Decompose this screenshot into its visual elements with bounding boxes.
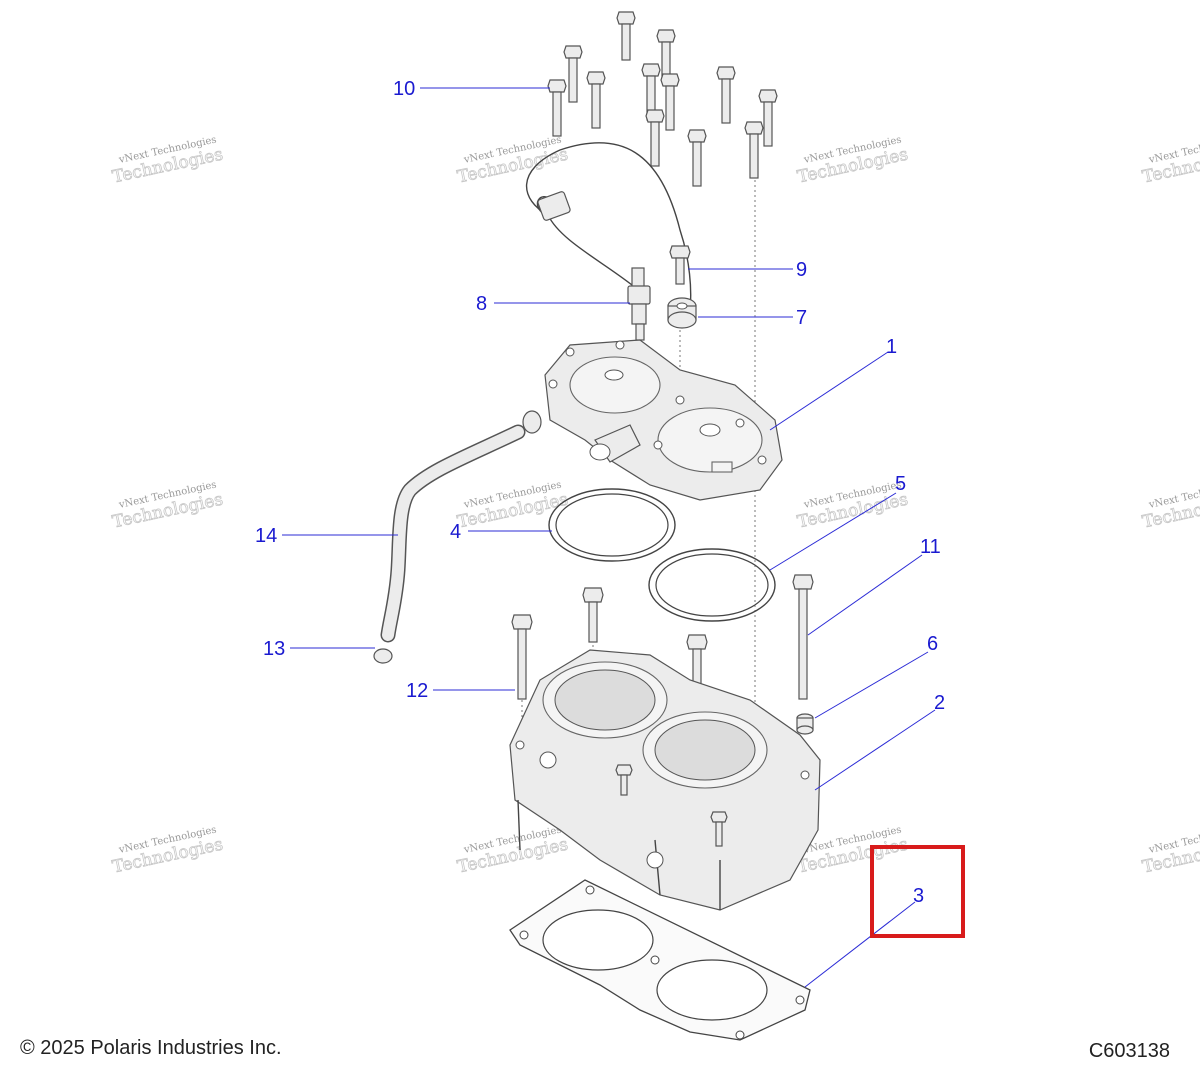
callout-12: 12: [406, 680, 428, 702]
long-cylinder-bolt: [792, 574, 814, 700]
leader-lines: [282, 87, 936, 988]
watermark: vNext Technologies Technologies: [455, 134, 570, 187]
hose-clamp-lower: [373, 648, 393, 664]
watermark: vNext Technologies Technologies: [1140, 134, 1200, 187]
head-gasket-left: [548, 488, 676, 562]
callout-8: 8: [476, 293, 487, 315]
coolant-hose: [380, 424, 526, 643]
watermark: vNext Technologies Technologies: [1140, 479, 1200, 532]
figure-code: C603138: [1088, 1040, 1170, 1062]
callout-14: 14: [255, 525, 277, 547]
callout-11: 11: [920, 536, 941, 558]
cylinder-head: [544, 339, 783, 501]
watermark: vNext Technologies Technologies: [455, 479, 570, 532]
callout-labels: 1 2 3 4 5 6 7 8 9 10 11 12 13 14: [255, 78, 945, 907]
callout-6: 6: [927, 633, 938, 655]
cylinder-stud-center: [582, 587, 604, 643]
cylinder-stud-left: [511, 614, 533, 700]
callout-highlight-box: [870, 845, 965, 938]
watermark: vNext Technologies Technologies: [110, 479, 225, 532]
head-gasket-right: [648, 548, 776, 622]
callout-4: 4: [450, 521, 461, 543]
copyright-notice: © 2025 Polaris Industries Inc.: [20, 1037, 282, 1059]
head-bolts: [547, 11, 778, 187]
base-gasket: [509, 879, 811, 1041]
sensor-bolt: [669, 245, 691, 285]
watermark: vNext Technologies Technologies: [795, 479, 910, 532]
callout-7: 7: [796, 307, 807, 329]
callout-13: 13: [263, 638, 285, 660]
cylinder-stud-right: [686, 634, 708, 695]
dowel-pin: [796, 713, 814, 735]
watermark: vNext Technologies Technologies: [455, 824, 570, 877]
watermark: vNext Technologies Technologies: [110, 134, 225, 187]
callout-10: 10: [393, 78, 415, 100]
callout-9: 9: [796, 259, 807, 281]
callout-5: 5: [895, 473, 906, 495]
cylinder-block: [509, 649, 821, 911]
callout-1: 1: [886, 336, 897, 358]
hose-clamp-upper: [522, 410, 542, 434]
spacer-grommet: [667, 297, 697, 329]
callout-3: 3: [913, 885, 924, 907]
watermark: vNext Technologies Technologies: [1140, 824, 1200, 877]
temperature-sensor: [627, 267, 651, 341]
callout-2: 2: [934, 692, 945, 714]
watermark: vNext Technologies Technologies: [110, 824, 225, 877]
watermark: vNext Technologies Technologies: [795, 134, 910, 187]
